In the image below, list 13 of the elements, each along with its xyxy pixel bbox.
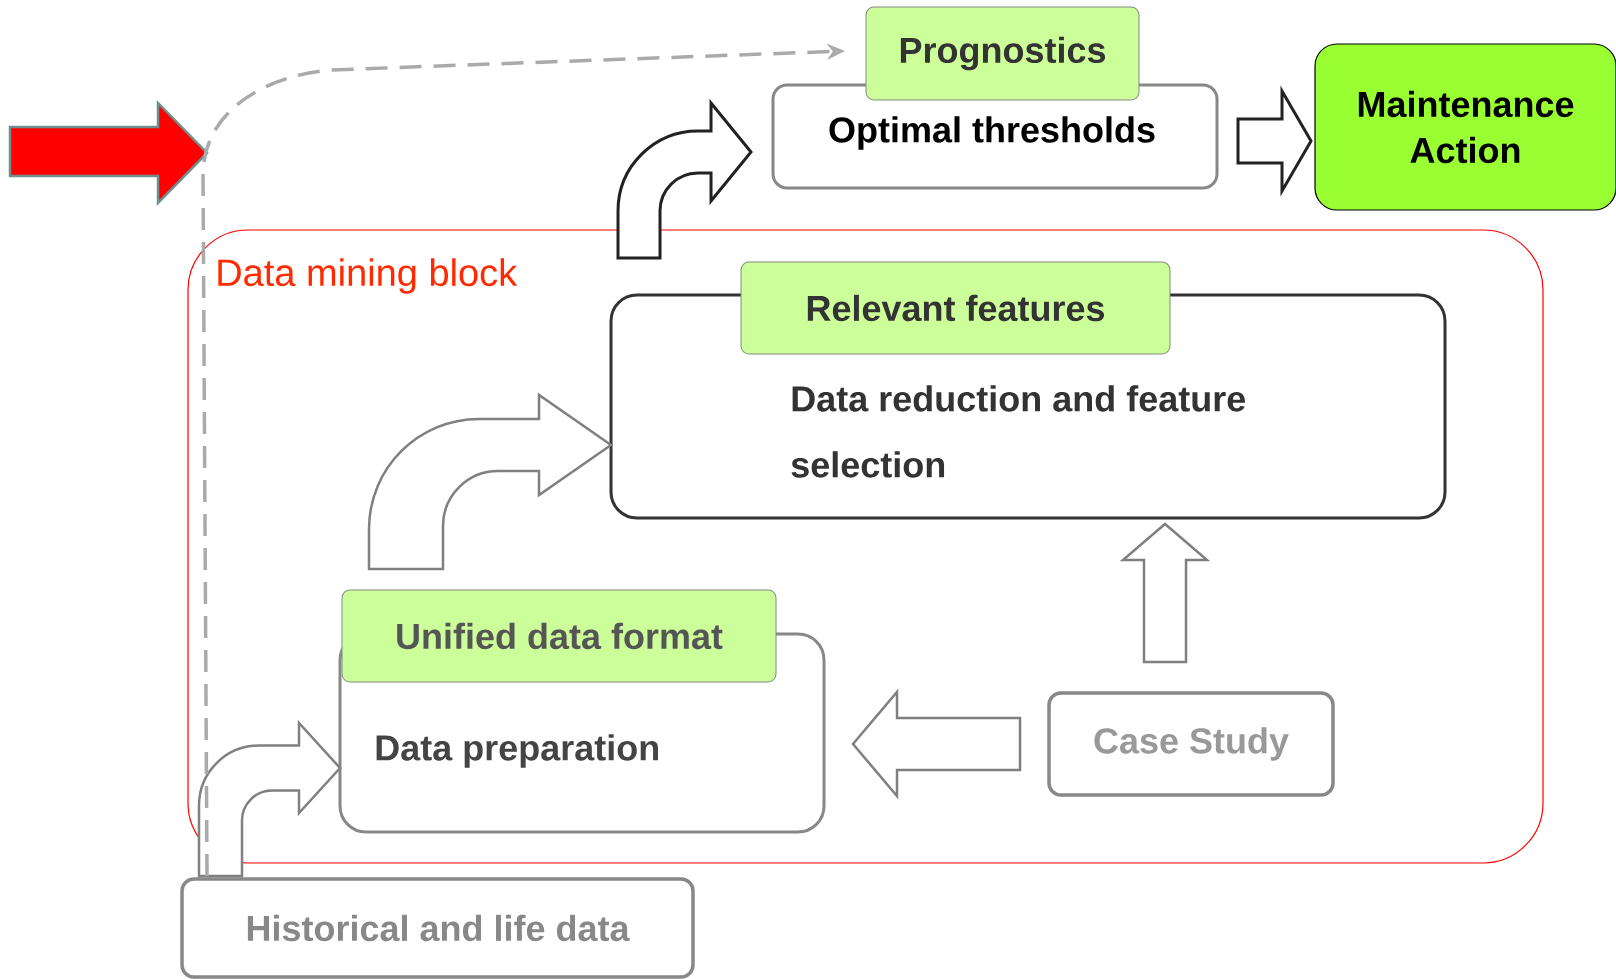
heading-tab: Prognostics xyxy=(865,6,1140,101)
block-arrow xyxy=(197,721,342,878)
heading-tab: Relevant features xyxy=(740,261,1171,355)
block-arrow xyxy=(1119,522,1211,664)
heading-tab: Unified data format xyxy=(341,589,777,683)
block-arrow xyxy=(367,393,613,571)
block-arrow xyxy=(616,101,753,260)
process-box: Case Study xyxy=(1047,691,1335,797)
block-arrow xyxy=(1236,85,1313,197)
process-box: Optimal thresholds xyxy=(771,83,1219,190)
process-box: Maintenance Action xyxy=(1314,43,1616,211)
block-arrow xyxy=(851,688,1022,800)
process-box: Historical and life data xyxy=(180,877,695,979)
